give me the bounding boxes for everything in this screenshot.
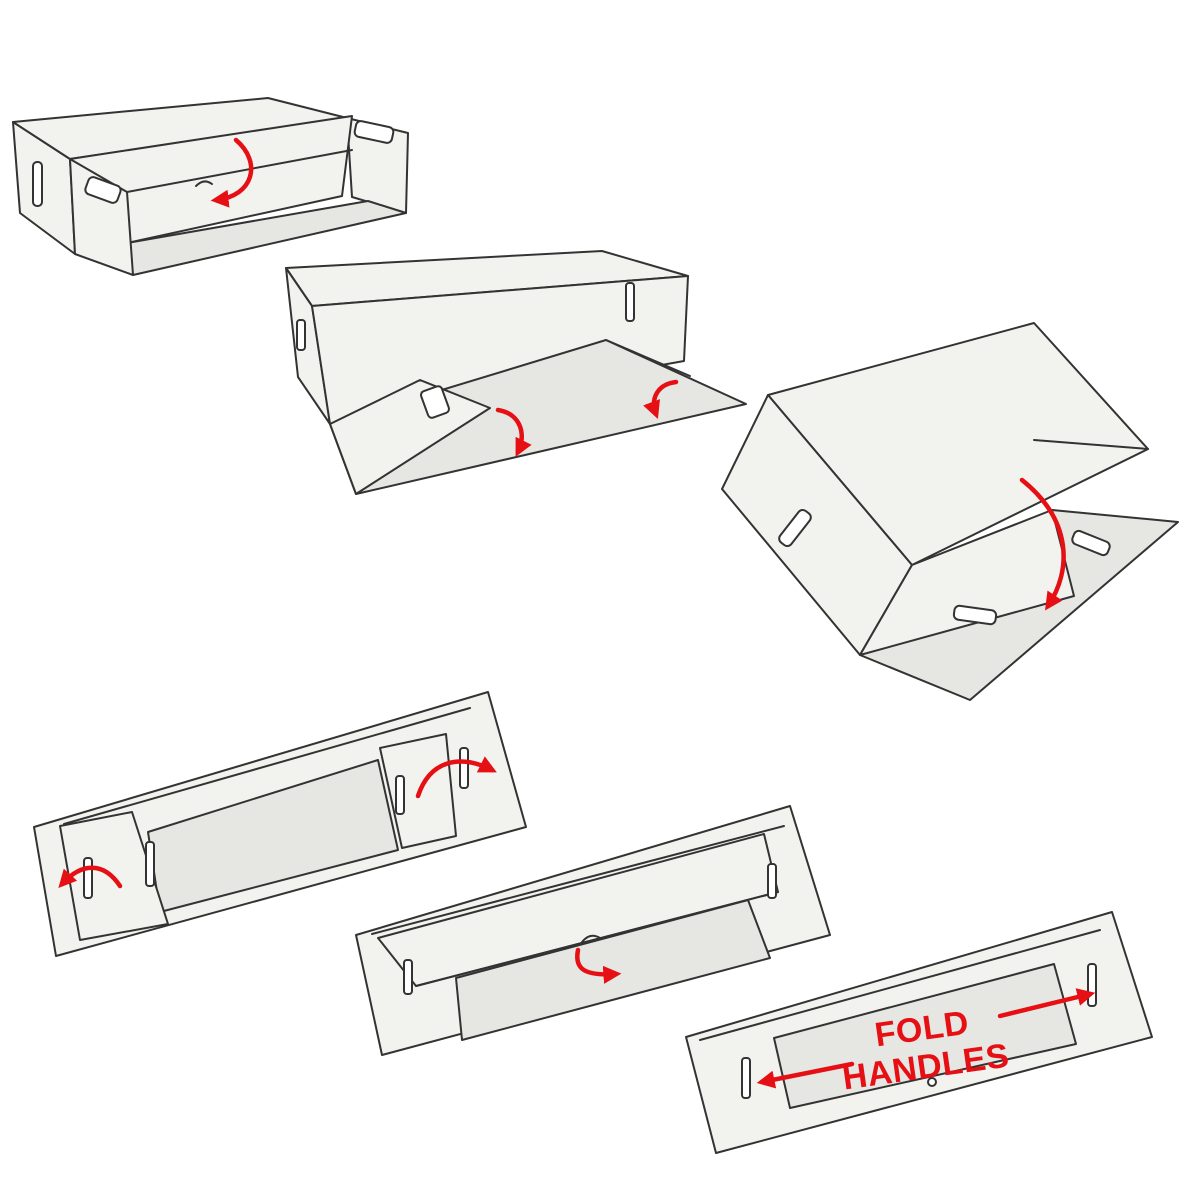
step-3-front-handle (778, 508, 812, 548)
step-4-rim (63, 707, 471, 825)
step-2-crease (605, 339, 691, 377)
step-6-arrow-right (997, 988, 1096, 1019)
step-6-right-handle (1087, 963, 1097, 1007)
step-2-folding-end-flap (329, 379, 491, 495)
step-3-crease (1033, 439, 1149, 450)
step-2-arrow-right (643, 379, 679, 420)
step-2-end-handle (296, 319, 306, 351)
step-1-near-handle (84, 176, 122, 204)
step-1-far-handle (353, 120, 395, 144)
step-6-left-handle (741, 1057, 751, 1099)
step-4-right-handle (395, 775, 405, 815)
step-2-flap-handle (420, 385, 450, 419)
step-4-arrow-left (58, 865, 123, 889)
step-5-flat (355, 805, 831, 1056)
step-3-arrow (1019, 477, 1066, 611)
step-6-arrow-left (756, 1061, 855, 1089)
step-3-lower-handle (952, 604, 998, 626)
step-1-crease (126, 149, 353, 193)
step-4-arrow-right (415, 756, 497, 799)
step-4-left-inner-handle (145, 841, 155, 887)
step-1-thumb-notch (195, 180, 213, 187)
step-1-arrow (210, 137, 254, 208)
step-2-box (285, 250, 747, 495)
step-6-rim (699, 929, 1101, 1041)
step-2-arrow-left (495, 407, 532, 457)
step-2-far-handle (625, 282, 635, 322)
step-5-left-handle (403, 959, 413, 995)
step-5-rim (371, 825, 785, 935)
step-5-arrow (575, 947, 622, 984)
step-3-far-handle (1071, 529, 1111, 557)
step-3-box (721, 322, 1179, 701)
step-5-right-handle (767, 863, 777, 899)
step-4-flat (33, 691, 527, 957)
step-6-thumb-notch (927, 1077, 937, 1087)
step-5-thumb-notch (581, 934, 601, 943)
step-4-right-inner-handle (459, 747, 469, 789)
step-6-inner (773, 963, 1077, 1109)
step-3-lower-panel (859, 509, 1075, 656)
step-1-box (12, 97, 409, 276)
step-1-left-handle (32, 161, 43, 207)
step-5-crease (415, 891, 779, 987)
step-4-left-handle (83, 857, 93, 899)
